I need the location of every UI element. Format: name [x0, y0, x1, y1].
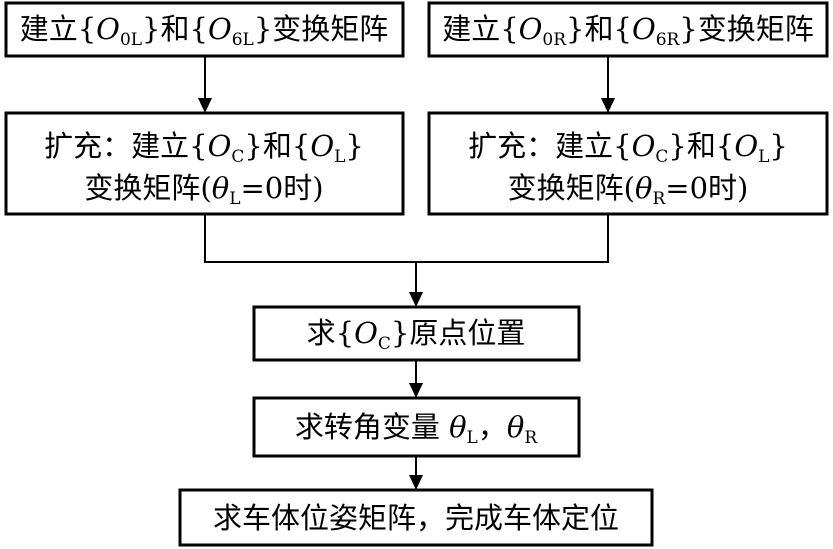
- box-final-label: 求车体位姿矩阵，完成车体定位: [213, 501, 619, 535]
- arrowhead-mid-right: [601, 98, 615, 113]
- arrowhead-angle: [409, 383, 423, 398]
- arrowhead-origin: [409, 292, 423, 307]
- connector-merge: [204, 214, 609, 263]
- box-final: 求车体位姿矩阵，完成车体定位: [178, 488, 654, 547]
- box-mid-right-frame: [427, 111, 829, 216]
- box-top-left-label: 建立{O0L}和{O6L}变换矩阵: [20, 12, 389, 50]
- box-top-right-label: 建立{O0R}和{O6R}变换矩阵: [442, 12, 814, 50]
- box-top-left: 建立{O0L}和{O6L}变换矩阵: [4, 1, 405, 58]
- box-angle: 求转角变量 θL，θR: [252, 396, 581, 458]
- box-mid-left-line2: 变换矩阵(θL=0时): [84, 171, 323, 209]
- box-top-right-frame: [427, 1, 829, 58]
- arrowhead-final: [409, 475, 423, 490]
- connectors: [198, 56, 615, 490]
- box-angle-label: 求转角变量 θL，θR: [295, 410, 538, 448]
- box-top-right: 建立{O0R}和{O6R}变换矩阵: [427, 1, 829, 58]
- arrowhead-mid-left: [198, 98, 212, 113]
- box-mid-right: 扩充：建立{OC}和{OL} 变换矩阵(θR=0时): [427, 111, 829, 216]
- box-top-left-frame: [4, 1, 405, 58]
- box-angle-frame: [252, 396, 581, 458]
- box-mid-left-frame: [4, 111, 405, 216]
- box-origin: 求{OC}原点位置: [252, 305, 581, 362]
- box-origin-frame: [252, 305, 581, 362]
- box-mid-right-line1: 扩充：建立{OC}和{OL}: [468, 129, 788, 167]
- box-mid-left-line1: 扩充：建立{OC}和{OL}: [44, 129, 364, 167]
- box-mid-right-line2: 变换矩阵(θR=0时): [508, 171, 749, 209]
- box-final-frame: [178, 488, 654, 547]
- box-origin-label: 求{OC}原点位置: [307, 316, 526, 354]
- box-mid-left: 扩充：建立{OC}和{OL} 变换矩阵(θL=0时): [4, 111, 405, 216]
